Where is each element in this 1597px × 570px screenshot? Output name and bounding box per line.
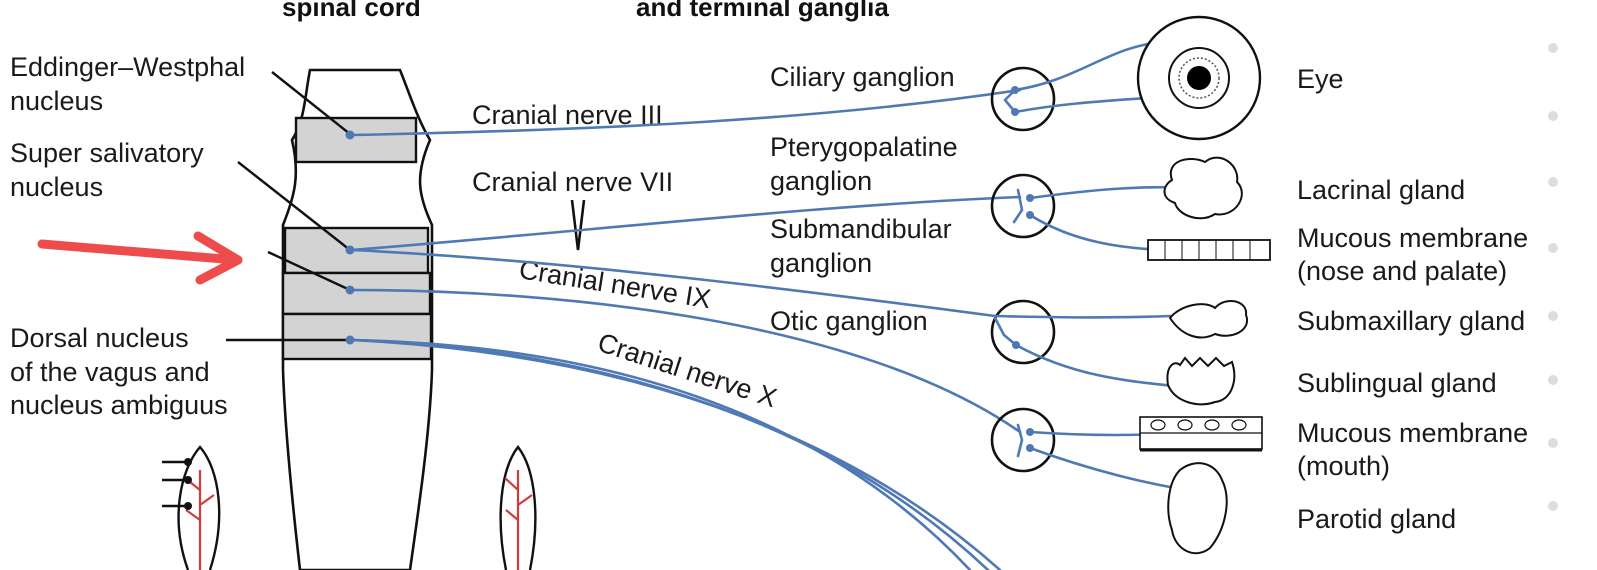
label-mucous-mouth-1: Mucous membrane bbox=[1297, 418, 1528, 448]
label-ciliary-ganglion: Ciliary ganglion bbox=[770, 62, 955, 92]
submandibular-ganglion-circle bbox=[990, 407, 1056, 473]
otic-ganglion-circle bbox=[990, 299, 1056, 365]
eye-illustration bbox=[1136, 15, 1262, 141]
leader-edinger bbox=[271, 71, 351, 135]
label-pterygopalatine-2: ganglion bbox=[770, 166, 872, 196]
nerve-paths bbox=[345, 88, 1022, 570]
band-dorsal-vagus bbox=[281, 312, 433, 361]
label-dorsal-2: of the vagus and bbox=[10, 357, 210, 387]
leader-salivatory bbox=[237, 161, 351, 251]
nerve-iii-path bbox=[350, 88, 1022, 137]
label-otic-ganglion: Otic ganglion bbox=[770, 306, 928, 336]
label-salivatory-1: Super salivatory bbox=[10, 138, 204, 168]
label-cranial-nerve-vii: Cranial nerve VII bbox=[472, 167, 673, 197]
submaxillary-gland-illustration bbox=[1168, 299, 1249, 339]
parotid-gland-illustration bbox=[1167, 462, 1228, 555]
sublingual-gland-illustration bbox=[1166, 356, 1236, 406]
label-salivatory-2: nucleus bbox=[10, 172, 103, 202]
brainstem-column bbox=[281, 68, 434, 570]
bottom-left-organ bbox=[162, 445, 221, 570]
nerve-x-path-a bbox=[350, 338, 972, 570]
label-edinger-westphal-2: nucleus bbox=[10, 86, 103, 116]
label-eye: Eye bbox=[1297, 64, 1344, 94]
ciliary-ganglion-circle bbox=[990, 66, 1056, 132]
label-submandibular-1: Submandibular bbox=[770, 214, 952, 244]
red-pointer-arrow bbox=[37, 231, 243, 285]
nerve-vii-submand-path bbox=[350, 248, 997, 318]
nasal-mucosa-illustration bbox=[1147, 239, 1271, 261]
ganglia bbox=[990, 66, 1056, 473]
label-submandibular-2: ganglion bbox=[770, 248, 872, 278]
label-mucous-nose-2: (nose and palate) bbox=[1297, 256, 1507, 286]
label-lacrimal-gland: Lacrinal gland bbox=[1297, 175, 1465, 205]
label-submaxillary-gland: Submaxillary gland bbox=[1297, 306, 1525, 336]
nerve-vii-split-marker bbox=[570, 199, 586, 251]
nerve-vii-ptery-path bbox=[350, 195, 1022, 252]
leader-inferior bbox=[267, 250, 351, 292]
label-parotid-gland: Parotid gland bbox=[1297, 504, 1456, 534]
label-pterygopalatine-1: Pterygopalatine bbox=[770, 132, 958, 162]
label-cranial-nerve-x: Cranial nerve X bbox=[594, 327, 780, 413]
label-dorsal-1: Dorsal nucleus bbox=[10, 323, 189, 353]
label-mucous-nose-1: Mucous membrane bbox=[1297, 223, 1528, 253]
nerve-ix-path bbox=[350, 288, 1022, 434]
header-spinal-cord: spinal cord bbox=[282, 0, 421, 22]
bottom-middle-organ bbox=[499, 445, 537, 570]
label-edinger-westphal-1: Eddinger–Westphal bbox=[10, 52, 245, 82]
label-sublingual-gland: Sublingual gland bbox=[1297, 368, 1497, 398]
label-mucous-mouth-2: (mouth) bbox=[1297, 451, 1390, 481]
label-dorsal-3: nucleus ambiguus bbox=[10, 390, 228, 420]
lacrimal-gland-illustration bbox=[1163, 156, 1243, 220]
nerve-x-path-c bbox=[350, 338, 1002, 570]
band-edinger bbox=[294, 116, 418, 164]
band-inferior-salivatory bbox=[281, 271, 432, 316]
edge-markers bbox=[1548, 43, 1558, 511]
header-terminal-ganglia: and terminal ganglia bbox=[636, 0, 889, 22]
pterygopalatine-ganglion-circle bbox=[990, 173, 1056, 239]
oral-mucosa-illustration bbox=[1139, 416, 1263, 452]
